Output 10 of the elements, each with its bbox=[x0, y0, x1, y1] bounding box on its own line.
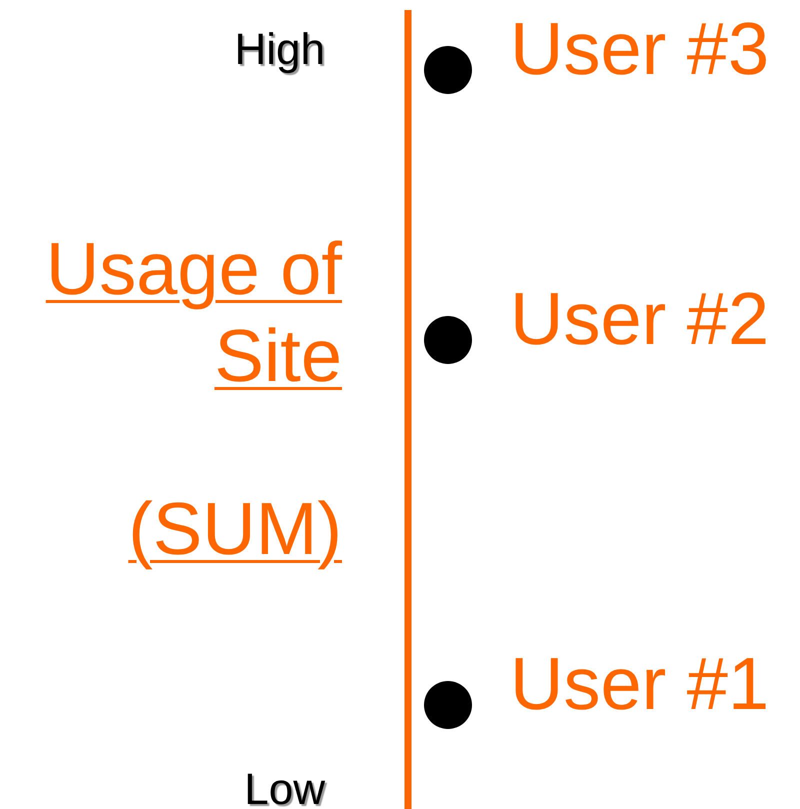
user-label: User #3 bbox=[510, 12, 770, 86]
user-label: User #1 bbox=[510, 647, 770, 721]
dot-marker bbox=[424, 46, 472, 94]
dot-marker bbox=[424, 681, 472, 729]
dot-marker bbox=[424, 316, 472, 364]
user-label: User #2 bbox=[510, 282, 770, 356]
axis-subtitle: (SUM) bbox=[127, 486, 342, 572]
scale-low-label: Low bbox=[244, 768, 325, 809]
scale-high-label: High bbox=[234, 28, 325, 72]
axis-title: Usage of Site bbox=[44, 226, 342, 400]
